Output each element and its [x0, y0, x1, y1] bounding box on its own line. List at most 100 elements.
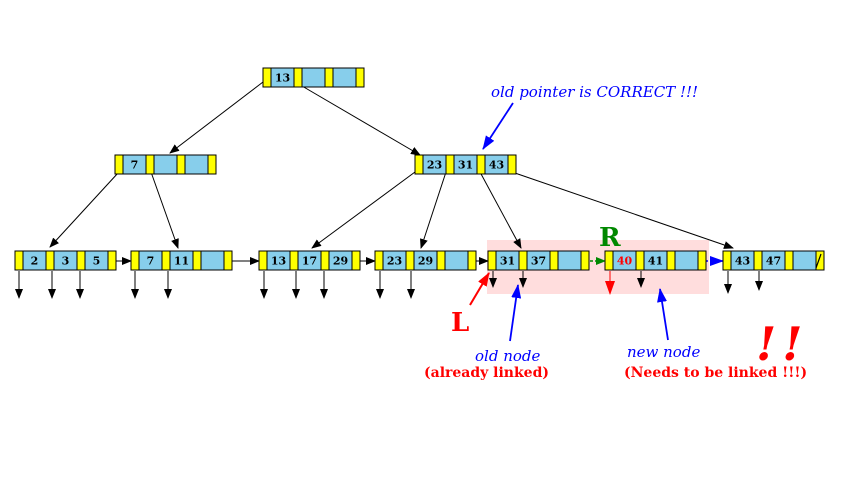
pointer-slot: [258, 250, 268, 271]
pointer-slot: [476, 154, 486, 175]
old-node-label: old node: [475, 347, 540, 365]
key-value: 31: [458, 159, 473, 172]
pointer-slot: [549, 250, 559, 271]
key-value: 31: [500, 255, 515, 268]
pointer-slot: [289, 250, 299, 271]
edge-root-left: [169, 81, 264, 154]
pointer-slot: [130, 250, 140, 271]
exclaim-marks: !!: [756, 317, 808, 371]
pointer-slot: [192, 250, 202, 271]
edge-root-right: [301, 85, 421, 156]
key-slot: [184, 154, 209, 175]
pointer-slot: [161, 250, 171, 271]
edge-left-leaf2: [150, 171, 179, 249]
node-leaf7: 43 47: [722, 250, 825, 271]
node-leaf6: 40 41: [604, 250, 707, 271]
pointer-slot: [507, 154, 517, 175]
pointer-slot: [753, 250, 763, 271]
key-value: 41: [648, 255, 663, 268]
edge-left-leaf1: [49, 172, 119, 248]
R-label: R: [599, 223, 621, 253]
pointer-slot: [145, 154, 155, 175]
pointer-slot: [518, 250, 528, 271]
already-linked-label: (already linked): [424, 365, 549, 381]
key-value: 11: [174, 255, 189, 268]
edge-right-leaf3: [311, 171, 416, 249]
key-value: 40: [617, 255, 633, 268]
new-node-arrow: [657, 288, 669, 341]
pointer-slot: [580, 250, 590, 271]
key-slot: [153, 154, 178, 175]
key-value: 43: [489, 159, 504, 172]
pointer-slot: [697, 250, 707, 271]
key-value: 7: [147, 255, 155, 268]
key-value: 29: [333, 255, 348, 268]
pointer-slot: [815, 250, 825, 271]
key-value: 13: [275, 72, 290, 85]
key-slot: [444, 250, 469, 271]
node-leaf5: 31 37: [487, 250, 590, 271]
pointer-slot: [107, 250, 117, 271]
key-value: 5: [93, 255, 101, 268]
edge-right-leaf4: [420, 171, 447, 249]
key-value: 37: [531, 255, 546, 268]
node-leaf4: 23 29: [374, 250, 477, 271]
node-root: 13: [262, 67, 365, 88]
pointer-slot: [324, 67, 334, 88]
pointer-slot: [176, 154, 186, 175]
pointer-slot: [355, 67, 365, 88]
pointer-slot: [207, 154, 217, 175]
pointer-slot: [14, 250, 24, 271]
edge-right-leaf7: [511, 171, 734, 249]
key-slot: [200, 250, 225, 271]
new-node-label: new node: [627, 343, 700, 361]
key-slot: [674, 250, 699, 271]
pointer-slot: [722, 250, 732, 271]
key-value: 17: [302, 255, 317, 268]
node-leaf3: 13 17 29: [258, 250, 361, 271]
pointer-slot: [635, 250, 645, 271]
pointer-slot: [320, 250, 330, 271]
pointer-slot: [114, 154, 124, 175]
old-pointer-label: old pointer is CORRECT !!!: [491, 83, 698, 101]
key-value: 23: [427, 159, 442, 172]
pointer-slot: [445, 154, 455, 175]
old-pointer-arrow: [482, 102, 514, 150]
key-slot: [557, 250, 582, 271]
pointer-slot: [374, 250, 384, 271]
pointer-slot: [604, 250, 614, 271]
key-slot: [332, 67, 357, 88]
node-leaf2: 7 11: [130, 250, 233, 271]
pointer-slot: [262, 67, 272, 88]
key-slot: [301, 67, 326, 88]
null-pointer-slash: [815, 253, 822, 269]
pointer-slot: [666, 250, 676, 271]
key-value: 29: [418, 255, 433, 268]
pointer-slot: [414, 154, 424, 175]
pointer-slot: [76, 250, 86, 271]
pointer-slot: [436, 250, 446, 271]
key-value: 47: [766, 255, 781, 268]
pointer-slot: [784, 250, 794, 271]
key-value: 2: [31, 255, 39, 268]
pointer-slot: [405, 250, 415, 271]
node-internal_left: 7: [114, 154, 217, 175]
pointer-slot: [467, 250, 477, 271]
key-value: 13: [271, 255, 286, 268]
tree-edges: [49, 81, 734, 249]
key-slot: [792, 250, 817, 271]
node-internal_right: 23 31 43: [414, 154, 517, 175]
key-value: 43: [735, 255, 750, 268]
pointer-slot: [487, 250, 497, 271]
pointer-slot: [223, 250, 233, 271]
pointer-slot: [351, 250, 361, 271]
edge-right-leaf5: [479, 171, 522, 249]
key-value: 23: [387, 255, 402, 268]
needs-linked-label: (Needs to be linked !!!): [624, 365, 807, 381]
old-node-arrow: [509, 284, 522, 342]
L-label: L: [451, 308, 469, 338]
